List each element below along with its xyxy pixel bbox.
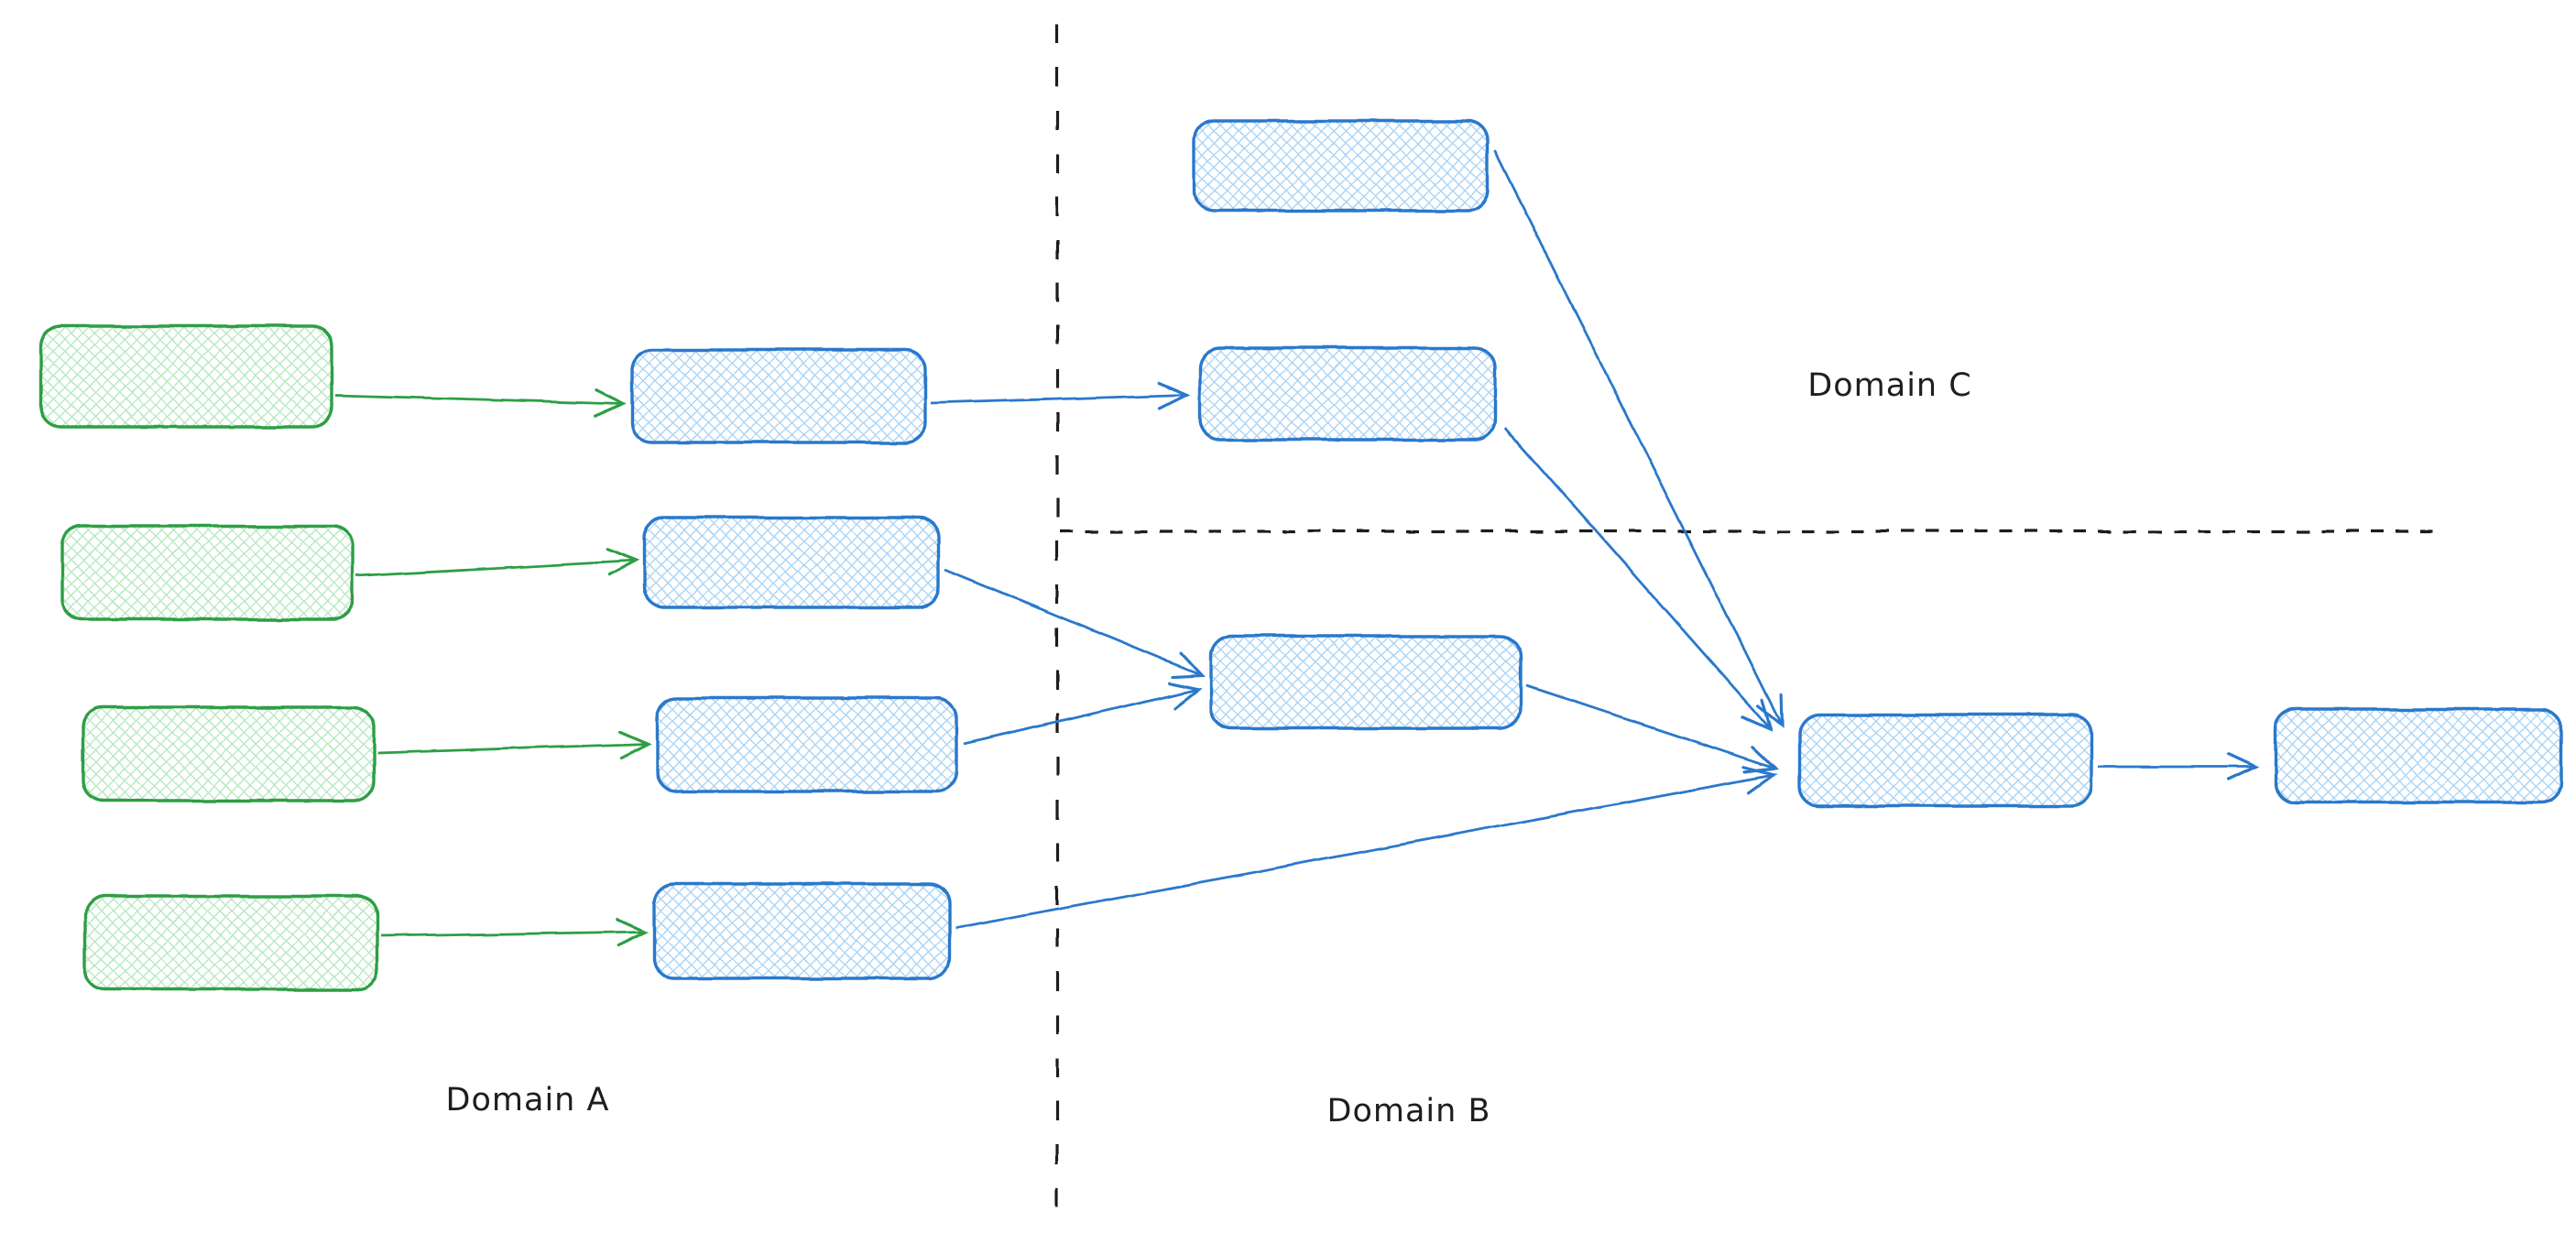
node-domain-c-upper bbox=[1198, 346, 1497, 442]
domain-dividers bbox=[1055, 25, 2445, 1228]
node-domain-a-stage-2 bbox=[642, 516, 941, 609]
label-domain-c: Domain C bbox=[1807, 367, 1971, 404]
node-domain-a-stage-1 bbox=[630, 348, 927, 444]
nodes bbox=[39, 119, 2563, 991]
edge-c-top-to-merge bbox=[1493, 150, 1784, 728]
edge-b-mid-to-merge bbox=[1525, 684, 1779, 774]
node-domain-a-source-1 bbox=[39, 324, 333, 429]
label-domain-b: Domain B bbox=[1327, 1093, 1491, 1130]
node-domain-a-source-2 bbox=[60, 524, 355, 621]
edge-c-upper-to-merge bbox=[1503, 428, 1774, 732]
node-domain-b-output bbox=[2274, 707, 2563, 804]
edges bbox=[334, 150, 2259, 947]
node-domain-a-stage-3 bbox=[655, 696, 958, 793]
node-domain-a-source-4 bbox=[83, 894, 379, 991]
node-domain-b-mid bbox=[1209, 634, 1523, 730]
edge-stage2-to-b-mid bbox=[944, 568, 1206, 679]
edge-stage1-to-c-upper bbox=[930, 381, 1191, 410]
edge-source3-to-stage3 bbox=[377, 730, 651, 759]
edge-source2-to-stage2 bbox=[355, 548, 639, 578]
node-domain-a-source-3 bbox=[81, 705, 376, 802]
node-domain-a-stage-4 bbox=[652, 882, 951, 980]
domain-labels: Domain A Domain B Domain C bbox=[446, 367, 1971, 1130]
edge-source4-to-stage4 bbox=[380, 917, 649, 947]
node-domain-c-top bbox=[1193, 119, 1490, 213]
label-domain-a: Domain A bbox=[446, 1082, 610, 1119]
edge-stage4-to-merge bbox=[955, 766, 1777, 930]
edge-stage3-to-b-mid bbox=[963, 681, 1202, 746]
node-domain-b-merge bbox=[1797, 713, 2093, 808]
edge-source1-to-stage1 bbox=[334, 388, 627, 418]
